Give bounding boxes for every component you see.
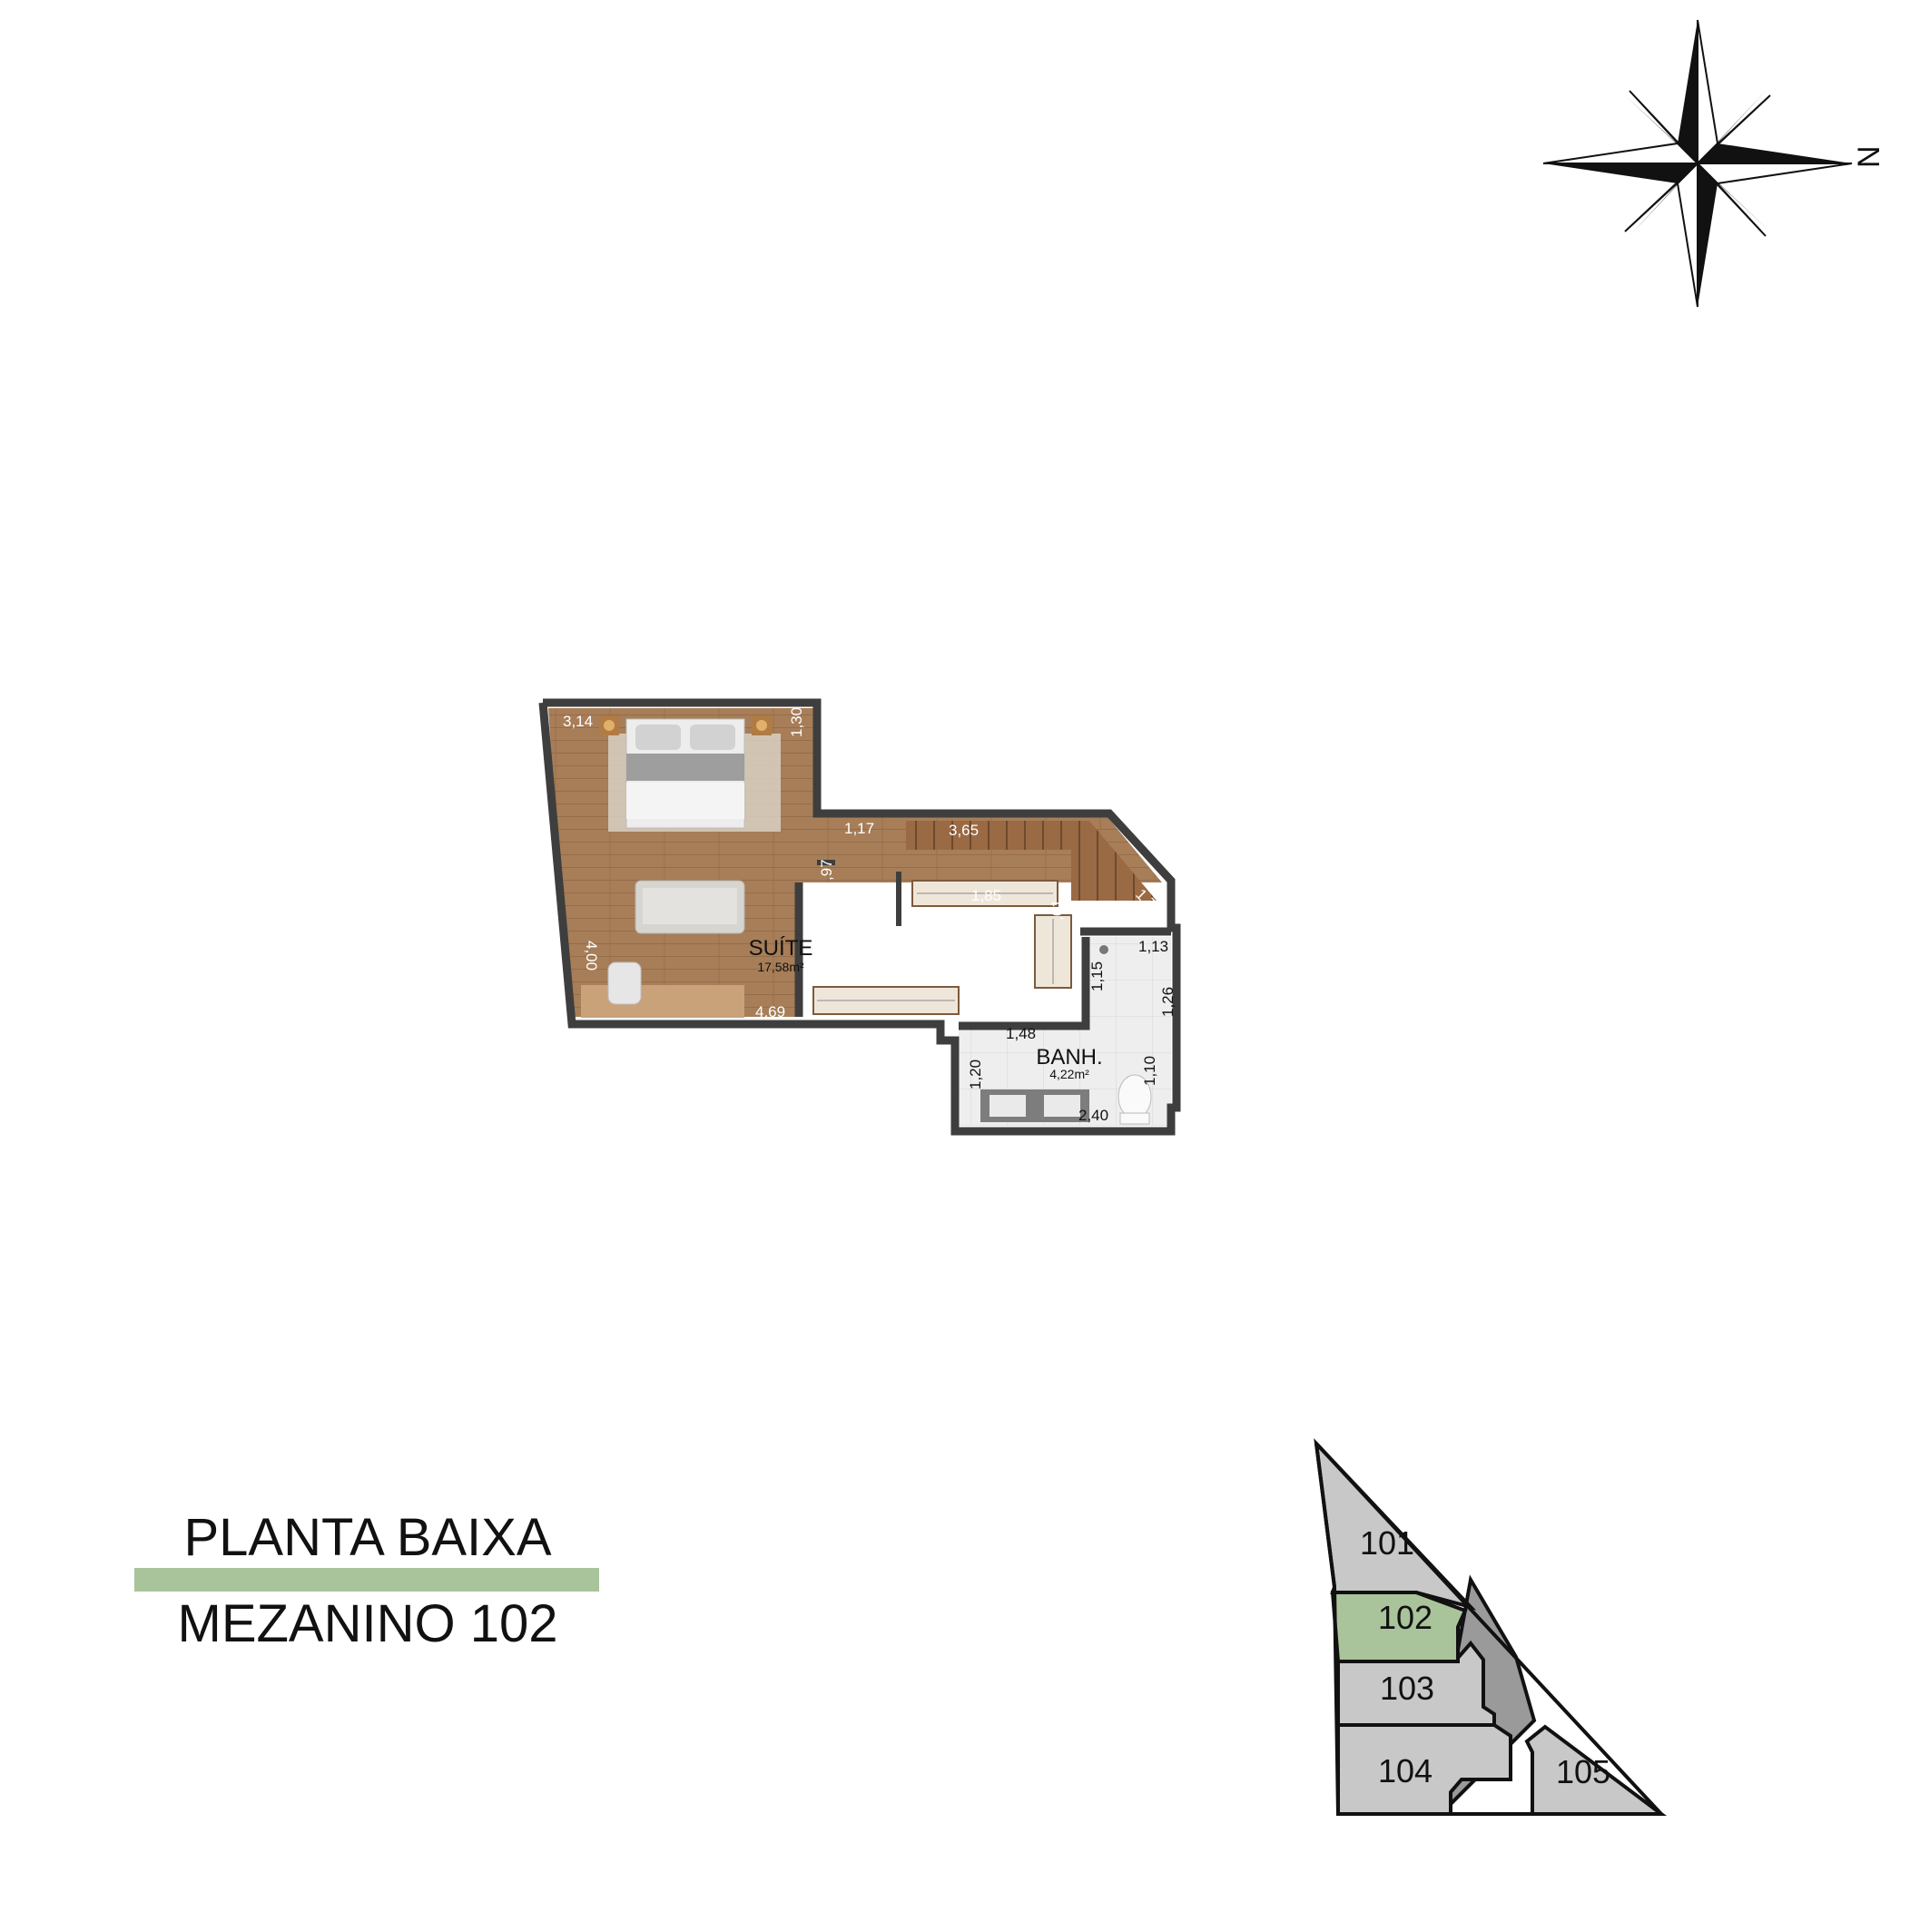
key-label-102: 102 <box>1378 1599 1432 1636</box>
wardrobe-bottom <box>812 986 960 1015</box>
title-line-2: MEZANINO 102 <box>177 1594 558 1653</box>
dim-3-65: 3,65 <box>949 822 979 839</box>
compass-icon <box>1542 19 1853 308</box>
key-plan: 101 102 103 104 105 <box>1314 1438 1667 1816</box>
room-label-suite: SUÍTE <box>749 936 813 961</box>
key-label-105: 105 <box>1556 1753 1610 1790</box>
toilet <box>1117 1074 1152 1125</box>
wardrobe-top <box>911 880 1058 907</box>
dim-1-30: 1,30 <box>788 707 805 737</box>
dim-61: ,61 <box>1049 899 1066 921</box>
dim-1-17: 1,17 <box>844 820 874 837</box>
walls <box>538 698 1181 1136</box>
shower-head <box>1099 945 1108 954</box>
dim-1-10: 1,10 <box>1141 1056 1158 1086</box>
dim-4-69: 4,69 <box>755 1003 785 1020</box>
key-label-104: 104 <box>1378 1752 1432 1789</box>
staircase <box>906 821 1157 901</box>
dim-2-40: 2,40 <box>1078 1107 1108 1124</box>
compass-north-label: N <box>1852 145 1886 168</box>
dim-1-26: 1,26 <box>1159 987 1177 1017</box>
compass-rose: N <box>1542 19 1886 308</box>
room-label-bathroom: BANH. <box>1036 1045 1102 1070</box>
room-area-suite: 17,58m² <box>757 960 804 974</box>
key-label-103: 103 <box>1380 1670 1434 1707</box>
floor-plan: SUÍTE 17,58m² BANH. 4,22m² 3,14 1,30 1,1… <box>538 698 1181 1136</box>
desk <box>581 961 744 1018</box>
key-label-101: 101 <box>1360 1524 1414 1562</box>
vanity <box>980 1089 1089 1122</box>
bed <box>599 715 781 832</box>
dim-1-20: 1,20 <box>967 1060 984 1089</box>
room-area-bathroom: 4,22m² <box>1049 1067 1089 1081</box>
wall-details <box>817 860 901 926</box>
dim-1-13: 1,13 <box>1138 938 1168 955</box>
dim-97: ,97 <box>818 859 835 881</box>
dim-1-85: 1,85 <box>971 887 1001 904</box>
dim-4-00: 4,00 <box>583 941 600 971</box>
dim-1-53: 1,53 <box>1002 1001 1032 1019</box>
dim-1-15: 1,15 <box>1088 961 1106 991</box>
wardrobe-side <box>1034 914 1072 989</box>
dim-3-14: 3,14 <box>563 713 593 730</box>
title-divider <box>134 1568 599 1592</box>
title-line-1: PLANTA BAIXA <box>183 1508 552 1567</box>
bathroom-floor <box>959 937 1171 1126</box>
dim-1-48: 1,48 <box>1006 1025 1036 1042</box>
sofa <box>635 880 745 934</box>
